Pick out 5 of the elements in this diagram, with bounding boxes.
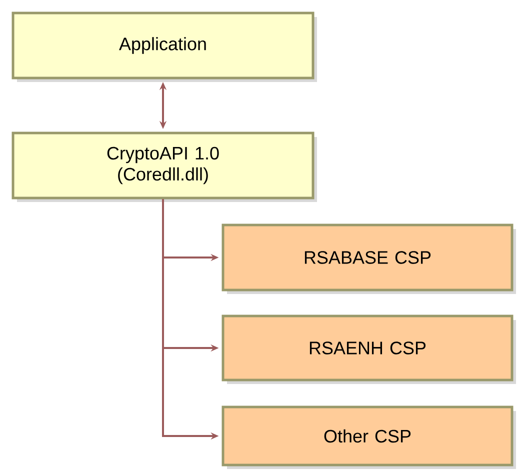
provider-box: RSAENH CSP [222,314,516,384]
provider-box: RSABASE CSP [222,224,516,294]
provider-box: Other CSP [222,406,516,469]
process-box: Application [12,12,317,82]
process-box: CryptoAPI 1.0 (Coredll.dll) [12,132,317,202]
